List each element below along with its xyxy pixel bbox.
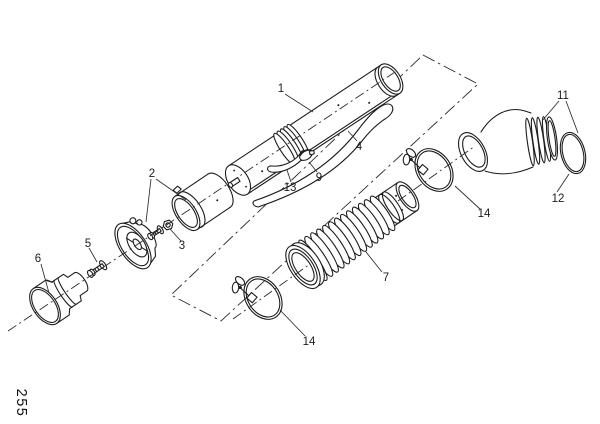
leader-lines: [40, 93, 579, 337]
centerline-lower-left: [232, 263, 311, 320]
callout-13: 13: [284, 182, 297, 194]
callout-3: 3: [179, 240, 185, 252]
callout-6: 6: [35, 253, 41, 265]
clip: [299, 149, 315, 161]
stud-bolt: [147, 225, 164, 241]
callout-9: 9: [316, 172, 322, 184]
elbow-hose: [457, 109, 559, 175]
callout-1: 1: [278, 83, 284, 95]
callout-14-rear: 14: [478, 208, 491, 220]
centerline-upper: [7, 69, 399, 332]
callout-2: 2: [149, 168, 155, 180]
callout-14-front: 14: [303, 336, 316, 348]
callout-7: 7: [383, 272, 389, 284]
callout-4: 4: [356, 141, 363, 153]
elbow-rib-rings: [525, 116, 552, 167]
curved-drain-tube: [252, 103, 394, 208]
tube-rib-band: [273, 123, 310, 166]
dashed-boundary-frame: [170, 54, 479, 322]
hose-clamp-front: [225, 260, 291, 331]
centerline-lower-right: [397, 145, 476, 202]
callout-11: 11: [557, 90, 569, 102]
adapter-collar: [171, 172, 234, 232]
bolt: [86, 260, 108, 278]
callout-5: 5: [85, 238, 91, 250]
page-number: 255: [13, 389, 29, 418]
elbow-opening: [457, 132, 489, 172]
cup-piece: [114, 217, 157, 270]
bellows-hose: [285, 181, 420, 290]
o-ring: [559, 131, 587, 175]
callout-12: 12: [552, 193, 565, 205]
